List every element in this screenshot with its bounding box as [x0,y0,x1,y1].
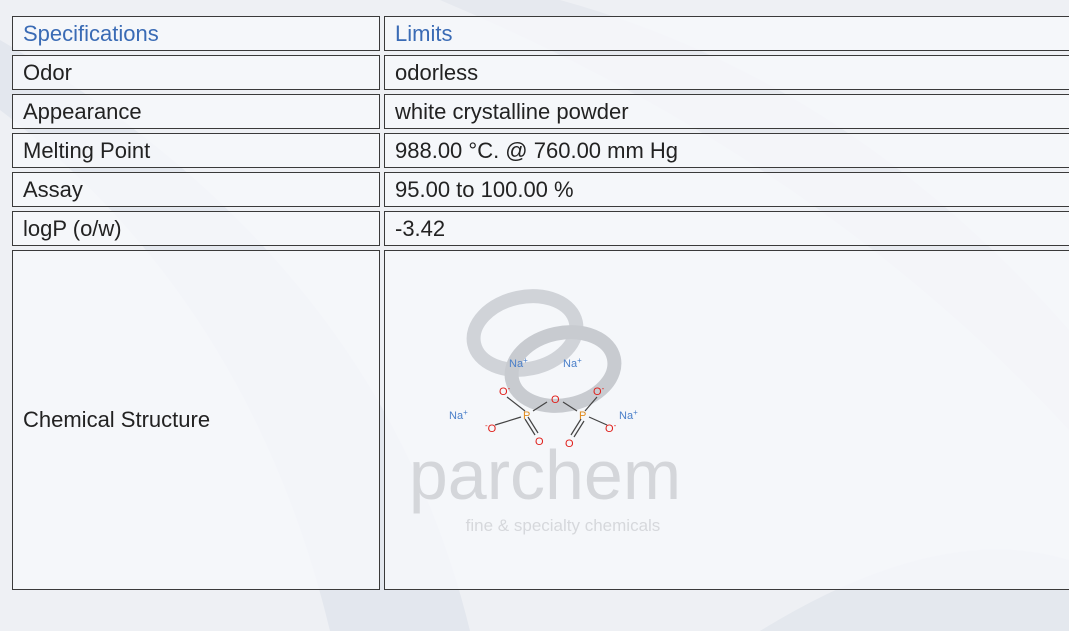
svg-text:P: P [523,410,530,422]
table-header-row: Specifications Limits [12,16,1069,51]
svg-text:O-: O- [593,384,605,398]
spec-limit: white crystalline powder [384,94,1069,129]
oxygen-atoms: O- O O- -O O- O O [485,384,617,450]
svg-text:Na+: Na+ [563,356,582,370]
svg-text:O: O [565,438,574,450]
table-row: Assay 95.00 to 100.00 % [12,172,1069,207]
svg-text:Na+: Na+ [449,408,468,422]
specifications-table: Specifications Limits Odor odorless Appe… [8,12,1069,594]
structure-cell: parchem fine & specialty chemicals [384,250,1069,590]
svg-text:Na+: Na+ [619,408,638,422]
spec-name: Assay [12,172,380,207]
svg-text:O: O [551,394,560,406]
spec-name: Melting Point [12,133,380,168]
spec-name: Odor [12,55,380,90]
svg-text:-O: -O [485,421,497,435]
table-row: Melting Point 988.00 °C. @ 760.00 mm Hg [12,133,1069,168]
header-limits: Limits [384,16,1069,51]
phosphorus-atoms: P P [523,410,586,422]
spec-limit: 988.00 °C. @ 760.00 mm Hg [384,133,1069,168]
bonds [494,396,608,438]
structure-label: Chemical Structure [12,250,380,590]
spec-limit: -3.42 [384,211,1069,246]
svg-text:P: P [579,410,586,422]
spec-limit: 95.00 to 100.00 % [384,172,1069,207]
watermark-brand: parchem [409,436,681,514]
chemical-structure-diagram: parchem fine & specialty chemicals [409,289,681,535]
svg-text:O: O [535,436,544,448]
spec-name: logP (o/w) [12,211,380,246]
svg-text:Na+: Na+ [509,356,528,370]
table-row: logP (o/w) -3.42 [12,211,1069,246]
spec-name: Appearance [12,94,380,129]
svg-text:O-: O- [605,421,617,435]
structure-image: parchem fine & specialty chemicals [385,251,1069,589]
table-row: Appearance white crystalline powder [12,94,1069,129]
table-row: Odor odorless [12,55,1069,90]
svg-text:O-: O- [499,384,511,398]
sodium-atoms: Na+ Na+ Na+ Na+ [449,356,638,422]
header-specifications: Specifications [12,16,380,51]
parchem-watermark: parchem fine & specialty chemicals [409,289,681,535]
structure-row: Chemical Structure parchem fine & specia… [12,250,1069,590]
watermark-tagline: fine & specialty chemicals [466,516,661,535]
spec-limit: odorless [384,55,1069,90]
